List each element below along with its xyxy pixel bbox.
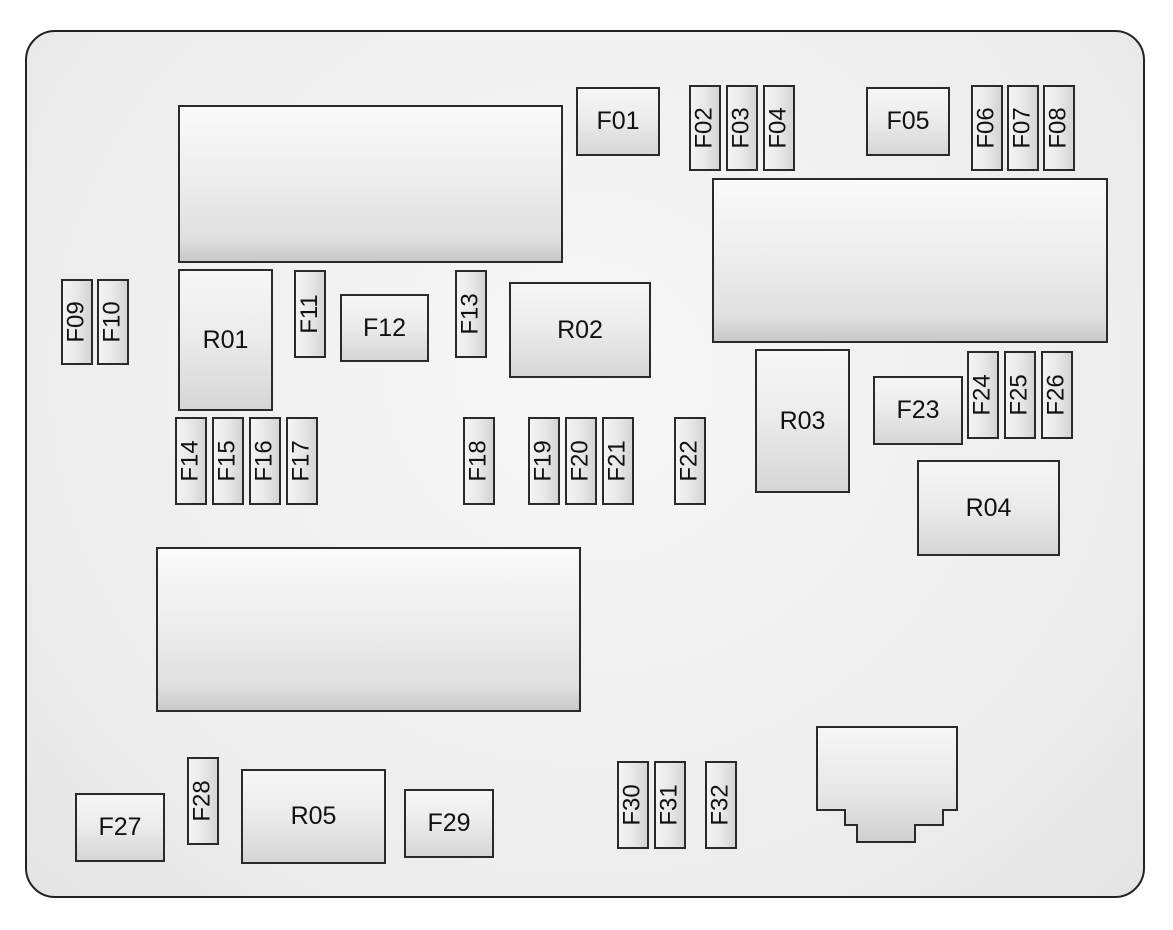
fuse-label: F07 bbox=[1009, 107, 1037, 149]
fuse-f27: F27 bbox=[75, 793, 165, 862]
fuse-label: F29 bbox=[427, 809, 471, 837]
fuse-f15: F15 bbox=[212, 417, 244, 505]
fuse-label: F28 bbox=[189, 780, 217, 822]
fuse-f03: F03 bbox=[726, 85, 758, 171]
relay-r01: R01 bbox=[178, 269, 273, 411]
fuse-label: F16 bbox=[251, 440, 279, 482]
fuse-label: F13 bbox=[457, 293, 485, 335]
large-block-top-left bbox=[178, 105, 563, 263]
fuse-f16: F16 bbox=[249, 417, 281, 505]
fuse-label: F12 bbox=[362, 313, 407, 342]
fuse-label: F09 bbox=[63, 301, 91, 343]
fuse-label: F18 bbox=[465, 440, 493, 482]
fuse-f23: F23 bbox=[873, 376, 963, 445]
fuse-f07: F07 bbox=[1007, 85, 1039, 171]
fuse-f09: F09 bbox=[61, 279, 93, 365]
large-block-right bbox=[712, 178, 1108, 343]
large-block-bottom-left bbox=[156, 547, 581, 712]
fuse-label: F23 bbox=[896, 396, 940, 424]
fuse-label: F32 bbox=[707, 784, 735, 826]
relay-label: R02 bbox=[557, 315, 603, 344]
fuse-label: F15 bbox=[214, 440, 242, 482]
relay-r03: R03 bbox=[755, 349, 850, 493]
fuse-f28: F28 bbox=[187, 757, 219, 845]
fuse-f24: F24 bbox=[967, 351, 999, 439]
fuse-f17: F17 bbox=[286, 417, 318, 505]
fuse-label: F24 bbox=[969, 374, 997, 416]
fuse-f21: F21 bbox=[602, 417, 634, 505]
fuse-label: F11 bbox=[296, 294, 324, 334]
fuse-f01: F01 bbox=[576, 87, 660, 156]
fuse-f11: F11 bbox=[294, 270, 326, 358]
fuse-label: F22 bbox=[676, 440, 704, 482]
fuse-label: F10 bbox=[99, 301, 127, 343]
fuse-f25: F25 bbox=[1004, 351, 1036, 439]
fuse-f26: F26 bbox=[1041, 351, 1073, 439]
relay-label: R03 bbox=[779, 406, 826, 435]
relay-r04: R04 bbox=[917, 460, 1060, 556]
fuse-label: F26 bbox=[1043, 374, 1071, 416]
fuse-label: F03 bbox=[728, 107, 756, 149]
relay-label: R04 bbox=[965, 493, 1012, 522]
fuse-f30: F30 bbox=[617, 761, 649, 849]
fuse-f02: F02 bbox=[689, 85, 721, 171]
fuse-f32: F32 bbox=[705, 761, 737, 849]
fuse-label: F14 bbox=[177, 440, 205, 482]
fuse-label: F31 bbox=[656, 784, 684, 826]
fuse-label: F05 bbox=[886, 107, 930, 135]
fuse-f22: F22 bbox=[674, 417, 706, 505]
fuse-f18: F18 bbox=[463, 417, 495, 505]
fuse-label: F08 bbox=[1045, 107, 1073, 149]
fuse-f19: F19 bbox=[528, 417, 560, 505]
fuse-label: F01 bbox=[596, 107, 640, 135]
fuse-label: F27 bbox=[98, 813, 142, 841]
fuse-f08: F08 bbox=[1043, 85, 1075, 171]
fuse-label: F04 bbox=[765, 107, 793, 149]
fuse-label: F06 bbox=[973, 107, 1001, 149]
fuse-f06: F06 bbox=[971, 85, 1003, 171]
fuse-f10: F10 bbox=[97, 279, 129, 365]
relay-label: R05 bbox=[290, 802, 337, 830]
fuse-label: F25 bbox=[1006, 374, 1034, 416]
fuse-f04: F04 bbox=[763, 85, 795, 171]
fuse-f31: F31 bbox=[654, 761, 686, 849]
fuse-f13: F13 bbox=[455, 270, 487, 358]
fuse-f14: F14 bbox=[175, 417, 207, 505]
fuse-f05: F05 bbox=[866, 87, 950, 156]
relay-r02: R02 bbox=[509, 282, 651, 378]
fuse-label: F02 bbox=[691, 107, 719, 149]
connector-block bbox=[816, 726, 958, 843]
fuse-label: F30 bbox=[619, 784, 647, 826]
relay-r05: R05 bbox=[241, 769, 386, 864]
fuse-label: F19 bbox=[530, 440, 558, 482]
fuse-label: F17 bbox=[288, 440, 316, 482]
relay-label: R01 bbox=[202, 325, 249, 354]
fuse-f29: F29 bbox=[404, 789, 494, 858]
fuse-f20: F20 bbox=[565, 417, 597, 505]
fuse-f12: F12 bbox=[340, 294, 429, 362]
fuse-label: F21 bbox=[604, 440, 632, 482]
fuse-label: F20 bbox=[567, 440, 595, 482]
